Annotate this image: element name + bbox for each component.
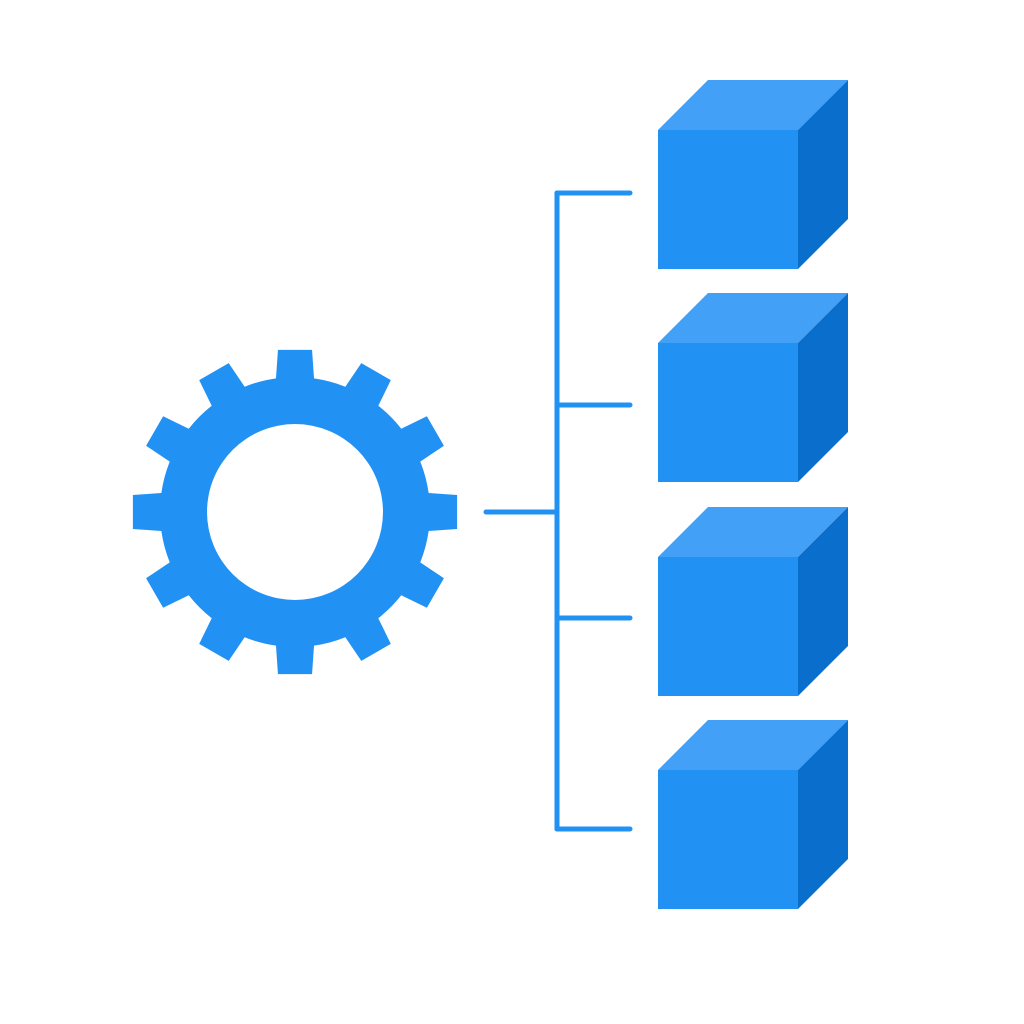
connector-tree xyxy=(483,190,633,832)
cube-side-face xyxy=(798,293,848,482)
cube-icon-2 xyxy=(658,293,848,482)
cube-front-face xyxy=(658,770,798,909)
cube-side-face xyxy=(798,720,848,909)
cube-stack xyxy=(658,80,848,909)
cube-icon-4 xyxy=(658,720,848,909)
cube-top-face xyxy=(658,80,848,130)
cube-icon-1 xyxy=(658,80,848,269)
cube-side-face xyxy=(798,80,848,269)
cube-top-face xyxy=(658,293,848,343)
cube-icon-3 xyxy=(658,507,848,696)
cube-front-face xyxy=(658,557,798,696)
cube-front-face xyxy=(658,343,798,482)
gear-body xyxy=(132,349,458,675)
cube-top-face xyxy=(658,720,848,770)
gear-icon xyxy=(132,349,458,675)
cube-front-face xyxy=(658,130,798,269)
cube-top-face xyxy=(658,507,848,557)
cube-side-face xyxy=(798,507,848,696)
